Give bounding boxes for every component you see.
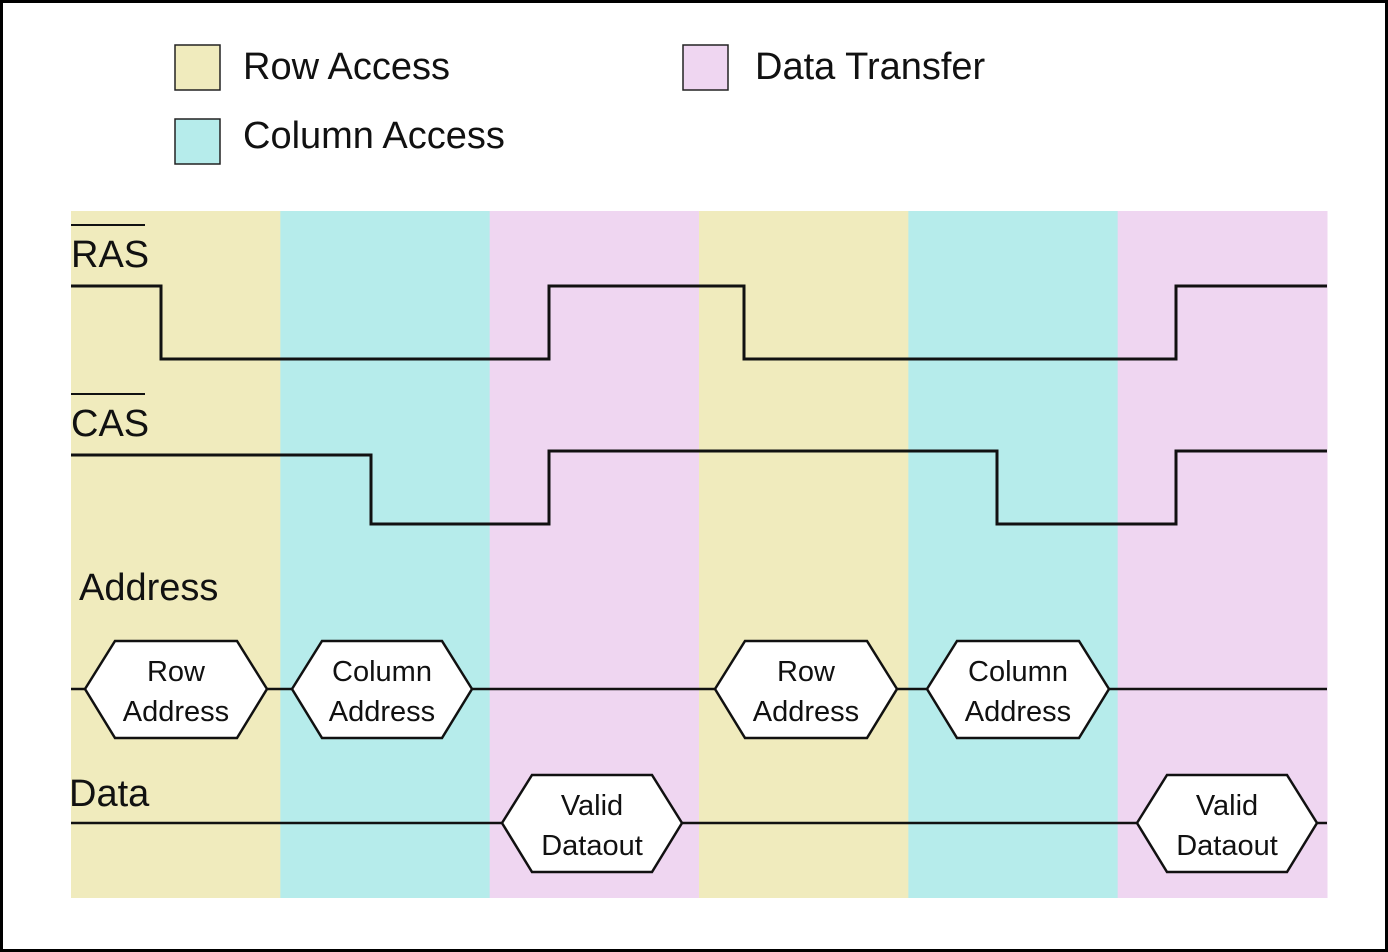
signal-label-ras: RAS: [71, 234, 149, 276]
address-row-segment-1: Row Address: [83, 639, 269, 740]
address-column-1-line2: Address: [329, 696, 435, 728]
data-bus: Valid Dataout Valid Dataout: [71, 773, 1327, 874]
address-column-2-line2: Address: [965, 696, 1071, 728]
signal-labels: RAS CAS Address Data: [69, 224, 218, 815]
legend-label-column-access: Column Access: [243, 115, 505, 157]
phase-band-column-access-2: [280, 211, 491, 898]
phase-band-row-access-1: [71, 211, 281, 898]
address-column-2-line1: Column: [968, 656, 1068, 688]
ras-waveform: [71, 284, 1327, 361]
address-column-1-line1: Column: [332, 656, 432, 688]
data-valid-1-line1: Valid: [561, 790, 623, 822]
legend-swatch-data-transfer: [682, 44, 729, 91]
phase-band-row-access-4: [699, 211, 909, 898]
legend-label-data-transfer: Data Transfer: [755, 46, 986, 88]
dram-timing-diagram: Row Access Column Access Data Transfer R…: [69, 44, 1328, 898]
data-valid-2-line1: Valid: [1196, 790, 1258, 822]
cas-waveform: [71, 449, 1327, 526]
address-row-2-line2: Address: [753, 696, 859, 728]
data-valid-segment-2: Valid Dataout: [1135, 773, 1319, 874]
legend-label-row-access: Row Access: [243, 46, 450, 88]
signal-label-cas: CAS: [71, 403, 149, 445]
legend-swatch-column-access: [174, 118, 221, 165]
phase-band-column-access-5: [908, 211, 1119, 898]
address-column-segment-1: Column Address: [290, 639, 474, 740]
address-row-1-line1: Row: [147, 656, 206, 688]
address-row-segment-2: Row Address: [713, 639, 899, 740]
signal-label-address: Address: [79, 567, 218, 609]
signal-label-data: Data: [69, 773, 150, 815]
address-row-2-line1: Row: [777, 656, 836, 688]
phase-bands: [71, 211, 1328, 898]
address-bus: Row Address Column Address Row Address C…: [71, 639, 1327, 740]
data-valid-1-line2: Dataout: [541, 830, 643, 862]
legend-swatch-row-access: [174, 44, 221, 91]
legend: Row Access Column Access Data Transfer: [174, 44, 986, 165]
address-row-1-line2: Address: [123, 696, 229, 728]
data-valid-segment-1: Valid Dataout: [500, 773, 684, 874]
address-column-segment-2: Column Address: [925, 639, 1111, 740]
data-valid-2-line2: Dataout: [1176, 830, 1278, 862]
